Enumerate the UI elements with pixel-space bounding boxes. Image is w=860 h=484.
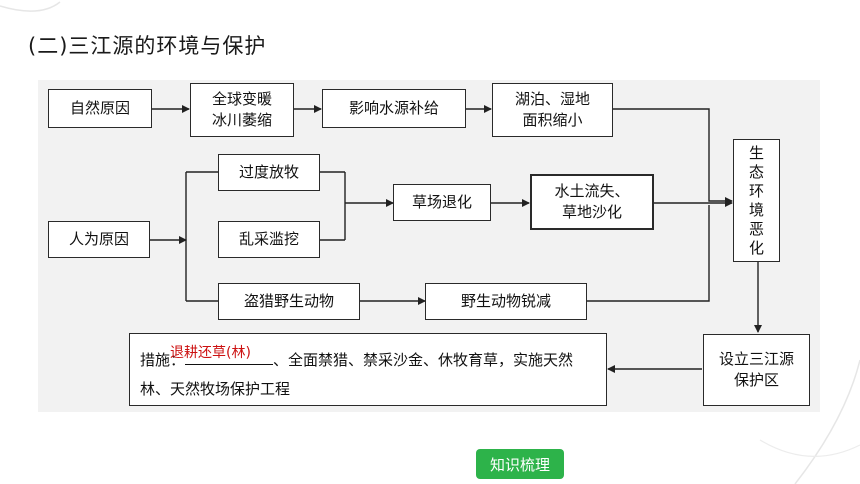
wildlife-box: 野生动物锐减 bbox=[425, 283, 587, 320]
answer-blank bbox=[185, 348, 274, 365]
lakes-box: 湖泊、湿地 面积缩小 bbox=[492, 83, 613, 137]
answer-text: 退耕还草(林) bbox=[170, 345, 251, 361]
water-supply-box: 影响水源补给 bbox=[322, 89, 466, 128]
measures-box: 措施：、全面禁猎、禁采沙金、休牧育草，实施天然林、天然牧场保护工程 bbox=[129, 333, 607, 406]
erosion-box: 水土流失、 草地沙化 bbox=[530, 174, 654, 230]
measures-rest: 、全面禁猎、禁采沙金、休牧育草，实施天然林、天然牧场保护工程 bbox=[140, 351, 574, 398]
grassland-box: 草场退化 bbox=[393, 184, 491, 221]
section-heading: (二)三江源的环境与保护 bbox=[28, 34, 267, 58]
reserve-box: 设立三江源 保护区 bbox=[703, 334, 810, 406]
measures-prefix: 措施： bbox=[140, 351, 186, 369]
overgrazing-box: 过度放牧 bbox=[218, 154, 320, 191]
measures-text: 措施：、全面禁猎、禁采沙金、休牧育草，实施天然林、天然牧场保护工程 bbox=[140, 346, 596, 404]
natural-cause-box: 自然原因 bbox=[48, 89, 152, 128]
human-cause-box: 人为原因 bbox=[48, 221, 150, 258]
line-wildlife-to-eco bbox=[587, 205, 710, 302]
arrow-lakes-to-eco bbox=[613, 108, 733, 205]
poaching-box: 盗猎野生动物 bbox=[218, 283, 360, 320]
warming-box: 全球变暖 冰川萎缩 bbox=[190, 83, 294, 137]
eco-deterioration-box: 生 态 环 境 恶 化 bbox=[733, 139, 780, 262]
knowledge-summary-button[interactable]: 知识梳理 bbox=[476, 449, 564, 479]
digging-box: 乱采滥挖 bbox=[218, 221, 320, 258]
